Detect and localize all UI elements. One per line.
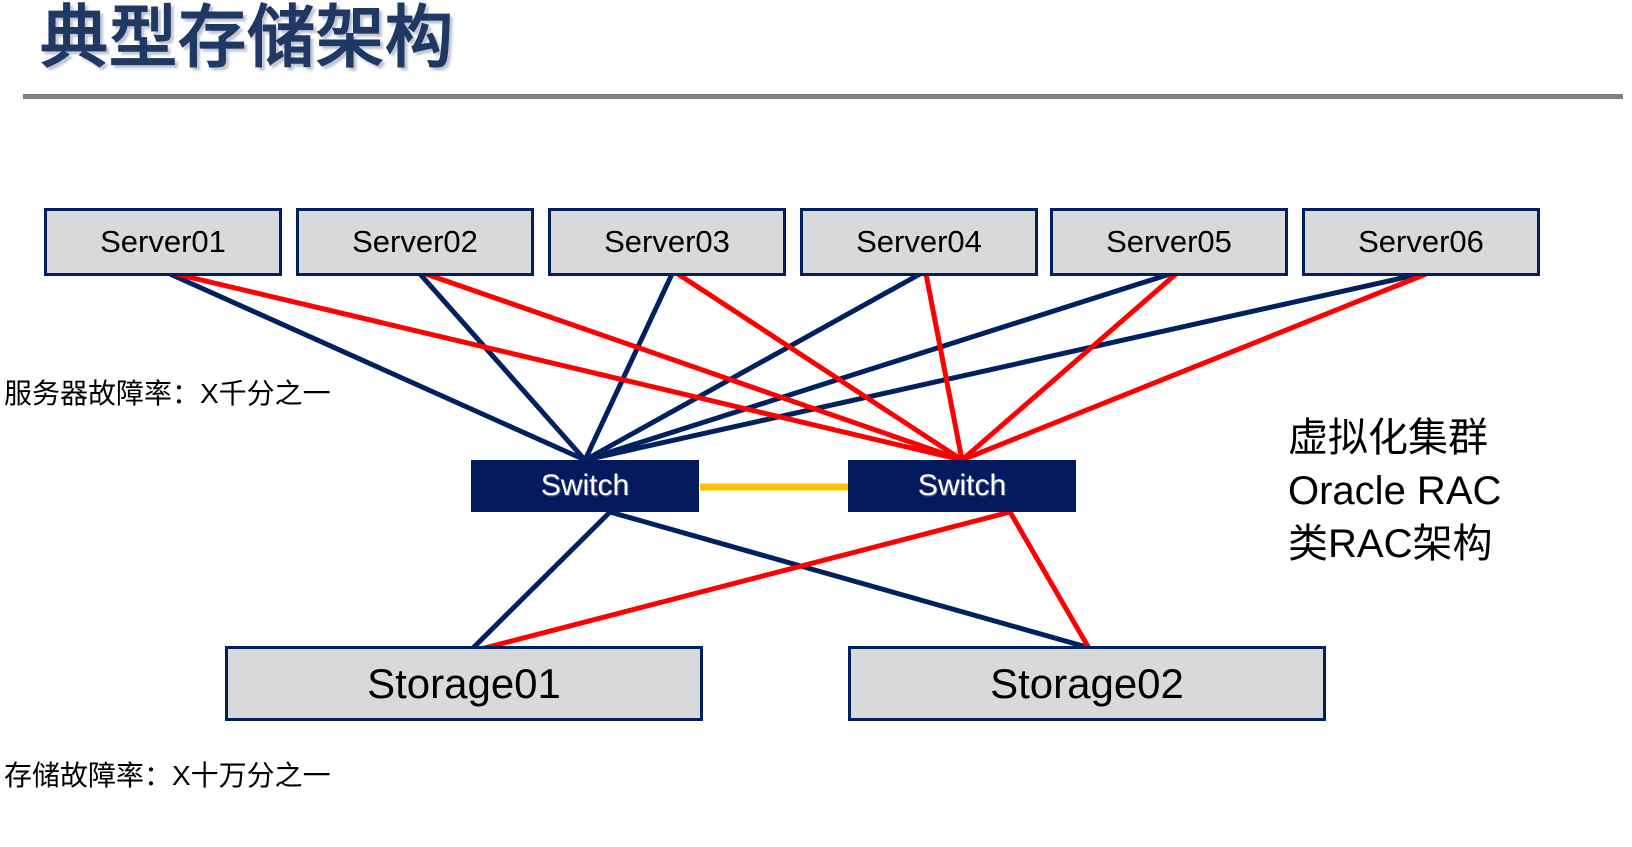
node-storage01[interactable]: Storage01 [225,646,703,721]
node-switch-left[interactable]: Switch [471,460,699,512]
link-server01-switch-right [175,271,963,463]
annotation-server-failure-rate: 服务器故障率：X千分之一 [4,378,331,409]
node-server04-label: Server04 [856,224,982,259]
link-server04-switch-left [583,271,922,463]
node-server03[interactable]: Server03 [548,208,786,276]
link-switch-left-storage01 [471,510,612,650]
node-server06[interactable]: Server06 [1302,208,1540,276]
node-switch-right[interactable]: Switch [848,460,1076,512]
annotation-cluster-types: 虚拟化集群 Oracle RAC 类RAC架构 [1288,412,1501,570]
title-divider [23,94,1623,99]
link-switch-left-storage02 [609,509,1091,651]
node-switch-left-label: Switch [540,469,630,502]
node-server02[interactable]: Server02 [296,208,534,276]
node-storage02[interactable]: Storage02 [848,646,1326,721]
link-server02-switch-right [425,271,963,463]
node-server04[interactable]: Server04 [800,208,1038,276]
link-switch-right-storage02 [1007,510,1093,652]
node-storage02-label: Storage02 [990,659,1184,707]
link-server03-switch-left [582,272,675,462]
link-switch-right-storage01 [476,509,1011,653]
page-title: 典型存储架构 [40,0,455,76]
link-server06-switch-left [584,271,1421,463]
node-server02-label: Server02 [352,224,478,259]
node-server01-label: Server01 [100,224,226,259]
annotation-storage-failure-rate: 存储故障率：X十万分之一 [4,760,331,791]
link-server01-switch-left [168,271,587,463]
link-server03-switch-right [676,271,964,463]
node-storage01-label: Storage01 [367,659,561,707]
node-server05-label: Server05 [1106,224,1232,259]
node-switch-right-label: Switch [917,469,1007,502]
link-server02-switch-left [418,272,587,462]
link-server05-switch-left [584,271,1171,463]
link-server04-switch-right [923,273,965,461]
node-server03-label: Server03 [604,224,730,259]
node-server01[interactable]: Server01 [44,208,282,276]
node-server05[interactable]: Server05 [1050,208,1288,276]
cluster-type-line-3: 类RAC架构 [1288,521,1493,566]
cluster-type-line-2: Oracle RAC [1288,468,1502,513]
node-server06-label: Server06 [1358,224,1484,259]
link-server05-switch-right [960,272,1178,462]
cluster-type-line-1: 虚拟化集群 [1288,416,1488,460]
link-server06-switch-right [961,271,1427,463]
